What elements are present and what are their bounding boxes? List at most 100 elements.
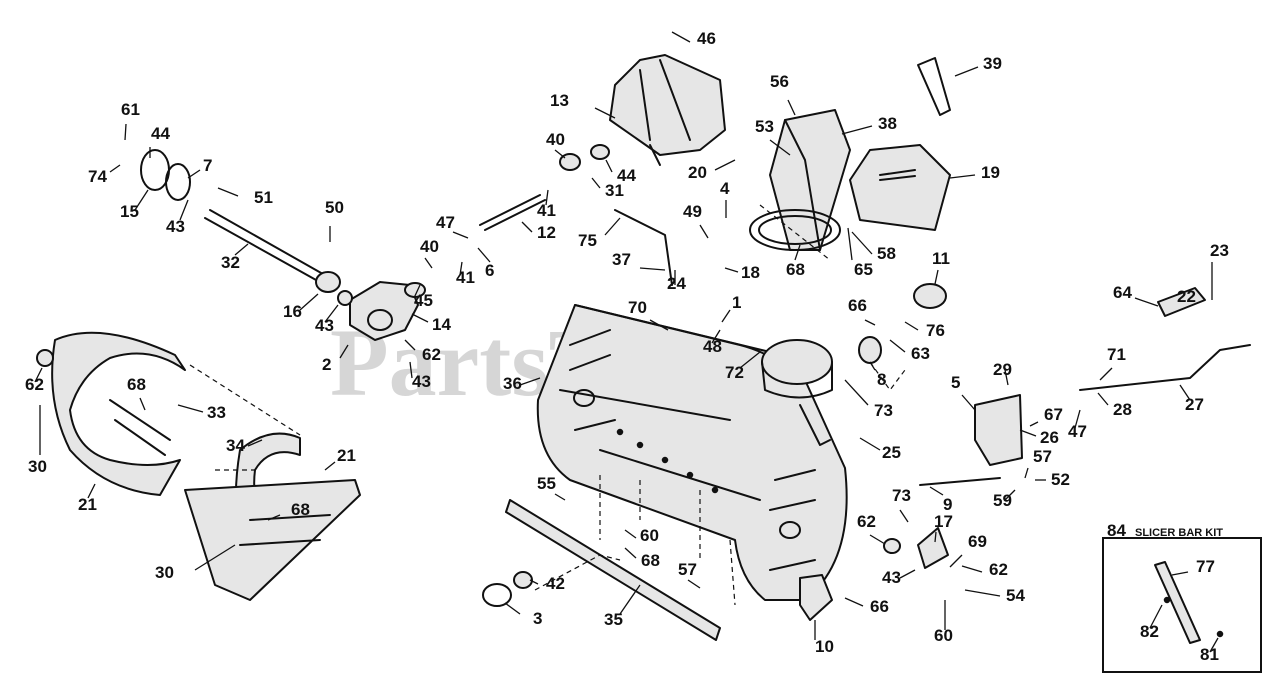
leader-line bbox=[424, 257, 433, 269]
leader-line bbox=[194, 544, 236, 571]
leader-line bbox=[459, 261, 463, 276]
scraper-bar bbox=[505, 499, 721, 641]
leader-line bbox=[1179, 384, 1191, 401]
part-callout-43: 43 bbox=[412, 372, 431, 391]
part-callout-35: 35 bbox=[604, 610, 623, 629]
part-callout-34: 34 bbox=[226, 436, 245, 455]
leader-line bbox=[179, 199, 189, 221]
leader-line bbox=[1171, 571, 1189, 576]
part-callout-16: 16 bbox=[283, 302, 302, 321]
impeller-shaft bbox=[479, 194, 541, 226]
leader-line bbox=[554, 149, 566, 159]
leader-line bbox=[949, 554, 963, 568]
part-callout-63: 63 bbox=[911, 344, 930, 363]
part-callout-10: 10 bbox=[815, 637, 834, 656]
leader-line bbox=[714, 159, 736, 171]
leader-line bbox=[217, 187, 239, 197]
part-callout-24: 24 bbox=[667, 274, 686, 293]
leader-line bbox=[521, 221, 533, 233]
part-callout-29: 29 bbox=[993, 360, 1012, 379]
leader-line bbox=[34, 367, 43, 383]
bearing-housing-17 bbox=[917, 527, 949, 569]
leader-line bbox=[904, 321, 919, 331]
leader-line bbox=[794, 244, 801, 261]
retaining-ring bbox=[165, 163, 191, 201]
leader-line bbox=[604, 217, 621, 236]
leader-line bbox=[234, 243, 249, 256]
part-callout-26: 26 bbox=[1040, 428, 1059, 447]
leader-line bbox=[1074, 409, 1081, 429]
part-callout-18: 18 bbox=[741, 263, 760, 282]
part-callout-2: 2 bbox=[322, 355, 331, 374]
part-callout-39: 39 bbox=[983, 54, 1002, 73]
drive-belt bbox=[917, 57, 951, 116]
leader-line bbox=[841, 125, 873, 135]
auger-shaft bbox=[209, 209, 331, 279]
kit-number: 84 bbox=[1107, 521, 1126, 540]
leader-line bbox=[844, 597, 864, 607]
leader-line bbox=[929, 486, 944, 496]
leader-line bbox=[134, 189, 149, 211]
part-callout-25: 25 bbox=[882, 443, 901, 462]
bearing-housing-3 bbox=[482, 583, 512, 607]
leader-line bbox=[851, 231, 873, 255]
part-callout-11: 11 bbox=[932, 249, 950, 268]
part-callout-62: 62 bbox=[422, 345, 441, 364]
leader-line bbox=[177, 404, 204, 413]
part-callout-9: 9 bbox=[943, 495, 952, 514]
leader-line bbox=[711, 329, 721, 344]
part-callout-81: 81 bbox=[1200, 645, 1219, 664]
part-callout-41: 41 bbox=[456, 268, 475, 287]
part-callout-21: 21 bbox=[337, 446, 356, 465]
part-callout-65: 65 bbox=[854, 260, 873, 279]
part-callout-22: 22 bbox=[1177, 287, 1196, 306]
part-callout-49: 49 bbox=[683, 202, 702, 221]
part-callout-36: 36 bbox=[503, 374, 522, 393]
part-callout-42: 42 bbox=[546, 574, 565, 593]
leader-line bbox=[124, 123, 127, 141]
leader-line bbox=[411, 313, 429, 323]
part-callout-23: 23 bbox=[1210, 241, 1229, 260]
part-callout-5: 5 bbox=[951, 373, 960, 392]
leader-line bbox=[671, 31, 691, 43]
part-callout-41: 41 bbox=[537, 201, 556, 220]
part-callout-40: 40 bbox=[546, 130, 565, 149]
callout-layer: 1234567891011121314151617181920212122232… bbox=[25, 29, 1229, 664]
bushing bbox=[337, 290, 353, 306]
bearing-8 bbox=[858, 336, 882, 364]
part-callout-40: 40 bbox=[420, 237, 439, 256]
part-callout-58: 58 bbox=[877, 244, 896, 263]
part-callout-28: 28 bbox=[1113, 400, 1132, 419]
part-callout-47: 47 bbox=[436, 213, 455, 232]
leader-line bbox=[869, 361, 876, 371]
part-callout-57: 57 bbox=[678, 560, 697, 579]
leader-line bbox=[1004, 369, 1009, 386]
part-callout-68: 68 bbox=[786, 260, 805, 279]
part-callout-8: 8 bbox=[877, 370, 886, 389]
part-callout-72: 72 bbox=[725, 363, 744, 382]
part-callout-7: 7 bbox=[203, 156, 212, 175]
leader-line bbox=[605, 159, 613, 173]
bearing-42 bbox=[513, 571, 533, 589]
leader-line bbox=[1029, 421, 1039, 427]
part-callout-44: 44 bbox=[151, 124, 170, 143]
part-callout-33: 33 bbox=[207, 403, 226, 422]
part-callout-75: 75 bbox=[578, 231, 597, 250]
part-callout-13: 13 bbox=[550, 91, 569, 110]
leader-line bbox=[961, 394, 976, 411]
part-callout-73: 73 bbox=[892, 486, 911, 505]
leader-line bbox=[1134, 297, 1159, 307]
gearbox bbox=[349, 281, 426, 341]
leader-line bbox=[964, 589, 1001, 597]
leader-line bbox=[477, 247, 491, 263]
part-callout-12: 12 bbox=[537, 223, 556, 242]
leader-line bbox=[934, 531, 937, 543]
leader-line bbox=[899, 569, 916, 579]
part-callout-20: 20 bbox=[688, 163, 707, 182]
part-callout-27: 27 bbox=[1185, 395, 1204, 414]
part-callout-19: 19 bbox=[981, 163, 1000, 182]
skid-shoe bbox=[799, 574, 833, 621]
part-callout-70: 70 bbox=[628, 298, 647, 317]
